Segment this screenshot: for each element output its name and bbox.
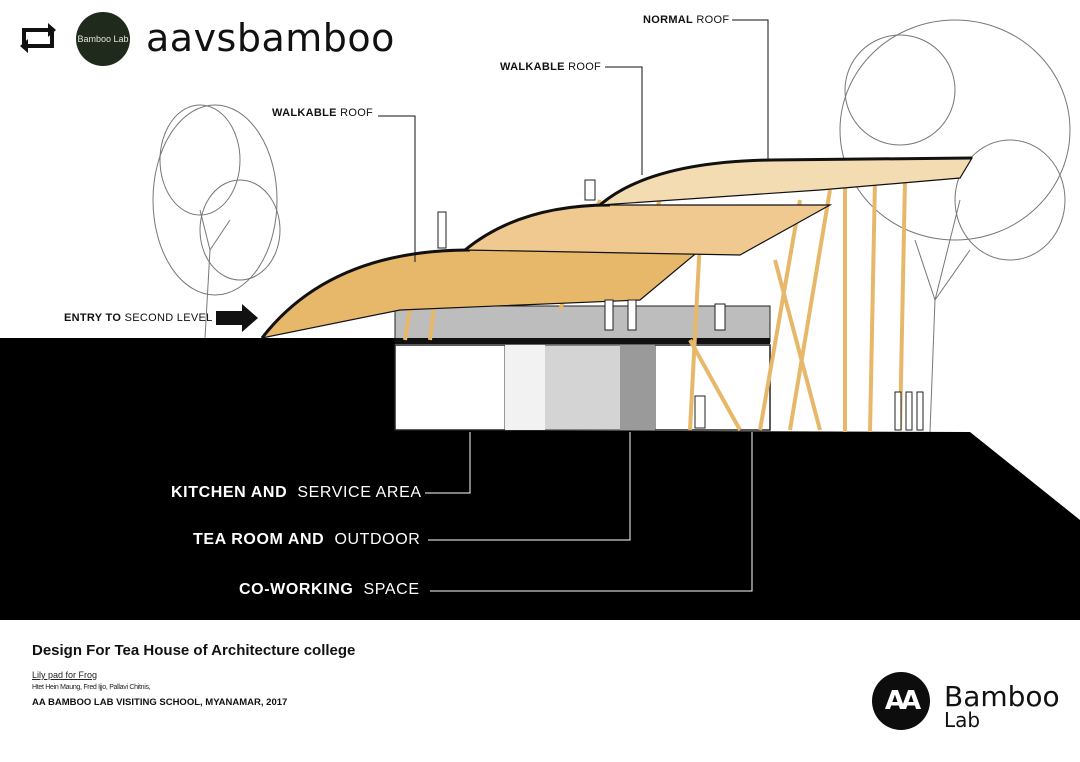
normal-roof-shape — [598, 157, 974, 206]
ground-mass — [0, 338, 1080, 620]
aa-logo: AA — [872, 672, 930, 730]
avatar-label: Bamboo Lab — [77, 34, 129, 44]
roofs — [260, 156, 974, 339]
zone-kitchen: KITCHEN AND SERVICE AREA — [171, 484, 422, 501]
callout-entry: ENTRY TO SECOND LEVEL — [64, 312, 213, 324]
aa-logo-mark: AA — [884, 686, 921, 716]
logo-lab-text: Lab — [944, 708, 981, 732]
left-tree — [152, 104, 281, 339]
leader-lines — [378, 19, 769, 262]
figures — [437, 179, 924, 431]
zone-coworking: CO-WORKING SPACE — [239, 581, 420, 598]
zone-leader-lines — [425, 432, 753, 592]
footer-school: AA BAMBOO LAB VISITING SCHOOL, MYANAMAR,… — [32, 697, 288, 708]
callout-walkable-roof-lower: WALKABLE ROOF — [272, 107, 374, 119]
walkable-roof-upper-shape — [463, 204, 833, 256]
upper-deck — [394, 305, 771, 343]
username[interactable]: aavsbamboo — [146, 16, 395, 60]
avatar[interactable]: Bamboo Lab — [76, 12, 130, 66]
section-drawing — [0, 19, 1080, 620]
callout-walkable-roof-upper: WALKABLE ROOF — [500, 61, 602, 73]
entry-arrow-icon — [216, 304, 258, 332]
right-tree — [839, 19, 1071, 433]
callout-normal-roof: NORMAL ROOF — [643, 14, 730, 26]
footer-title: Design For Tea House of Architecture col… — [32, 642, 356, 659]
logo-bamboo-text: Bamboo — [944, 680, 1060, 713]
footer-authors: Htet Hein Maung, Fred Ijjo, Pallavi Chit… — [32, 684, 151, 691]
repost-icon[interactable] — [16, 20, 60, 56]
footer-project: Lily pad for Frog — [32, 670, 98, 680]
zone-tea-room: TEA ROOM AND OUTDOOR — [193, 531, 421, 548]
